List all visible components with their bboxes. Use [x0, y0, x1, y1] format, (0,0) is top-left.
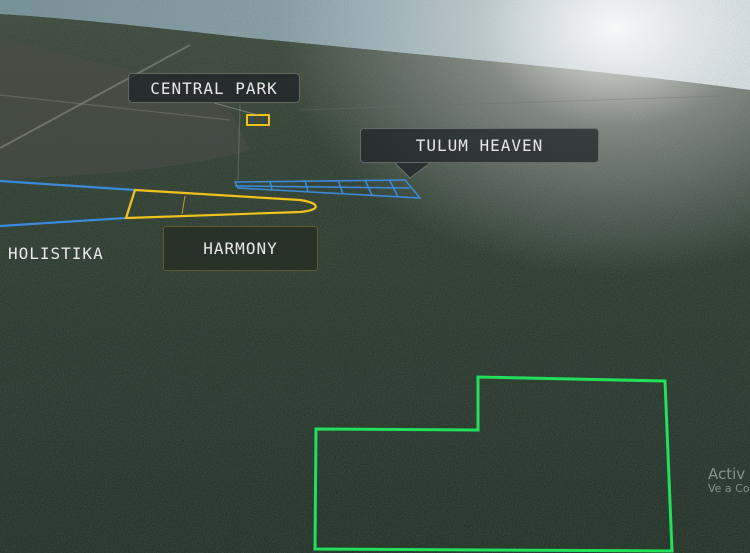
tulum-heaven-label: TULUM HEAVEN: [360, 128, 599, 163]
main-property-outline: [313, 375, 674, 553]
town-area: [0, 40, 250, 180]
road: [0, 94, 231, 121]
road: [0, 44, 191, 149]
holistika-label: HOLISTIKA: [8, 243, 104, 263]
central-park-label: CENTRAL PARK: [128, 73, 300, 103]
harmony-label: HARMONY: [163, 226, 318, 271]
watermark-line-2: Ve a Co: [708, 482, 750, 496]
activation-watermark: Activ Ve a Co: [708, 465, 750, 496]
road: [299, 95, 721, 111]
road: [237, 104, 241, 181]
tulum-heaven-plot-outline: [233, 179, 422, 199]
watermark-line-1: Activ: [708, 465, 746, 483]
harmony-plot-outline: [124, 188, 317, 220]
